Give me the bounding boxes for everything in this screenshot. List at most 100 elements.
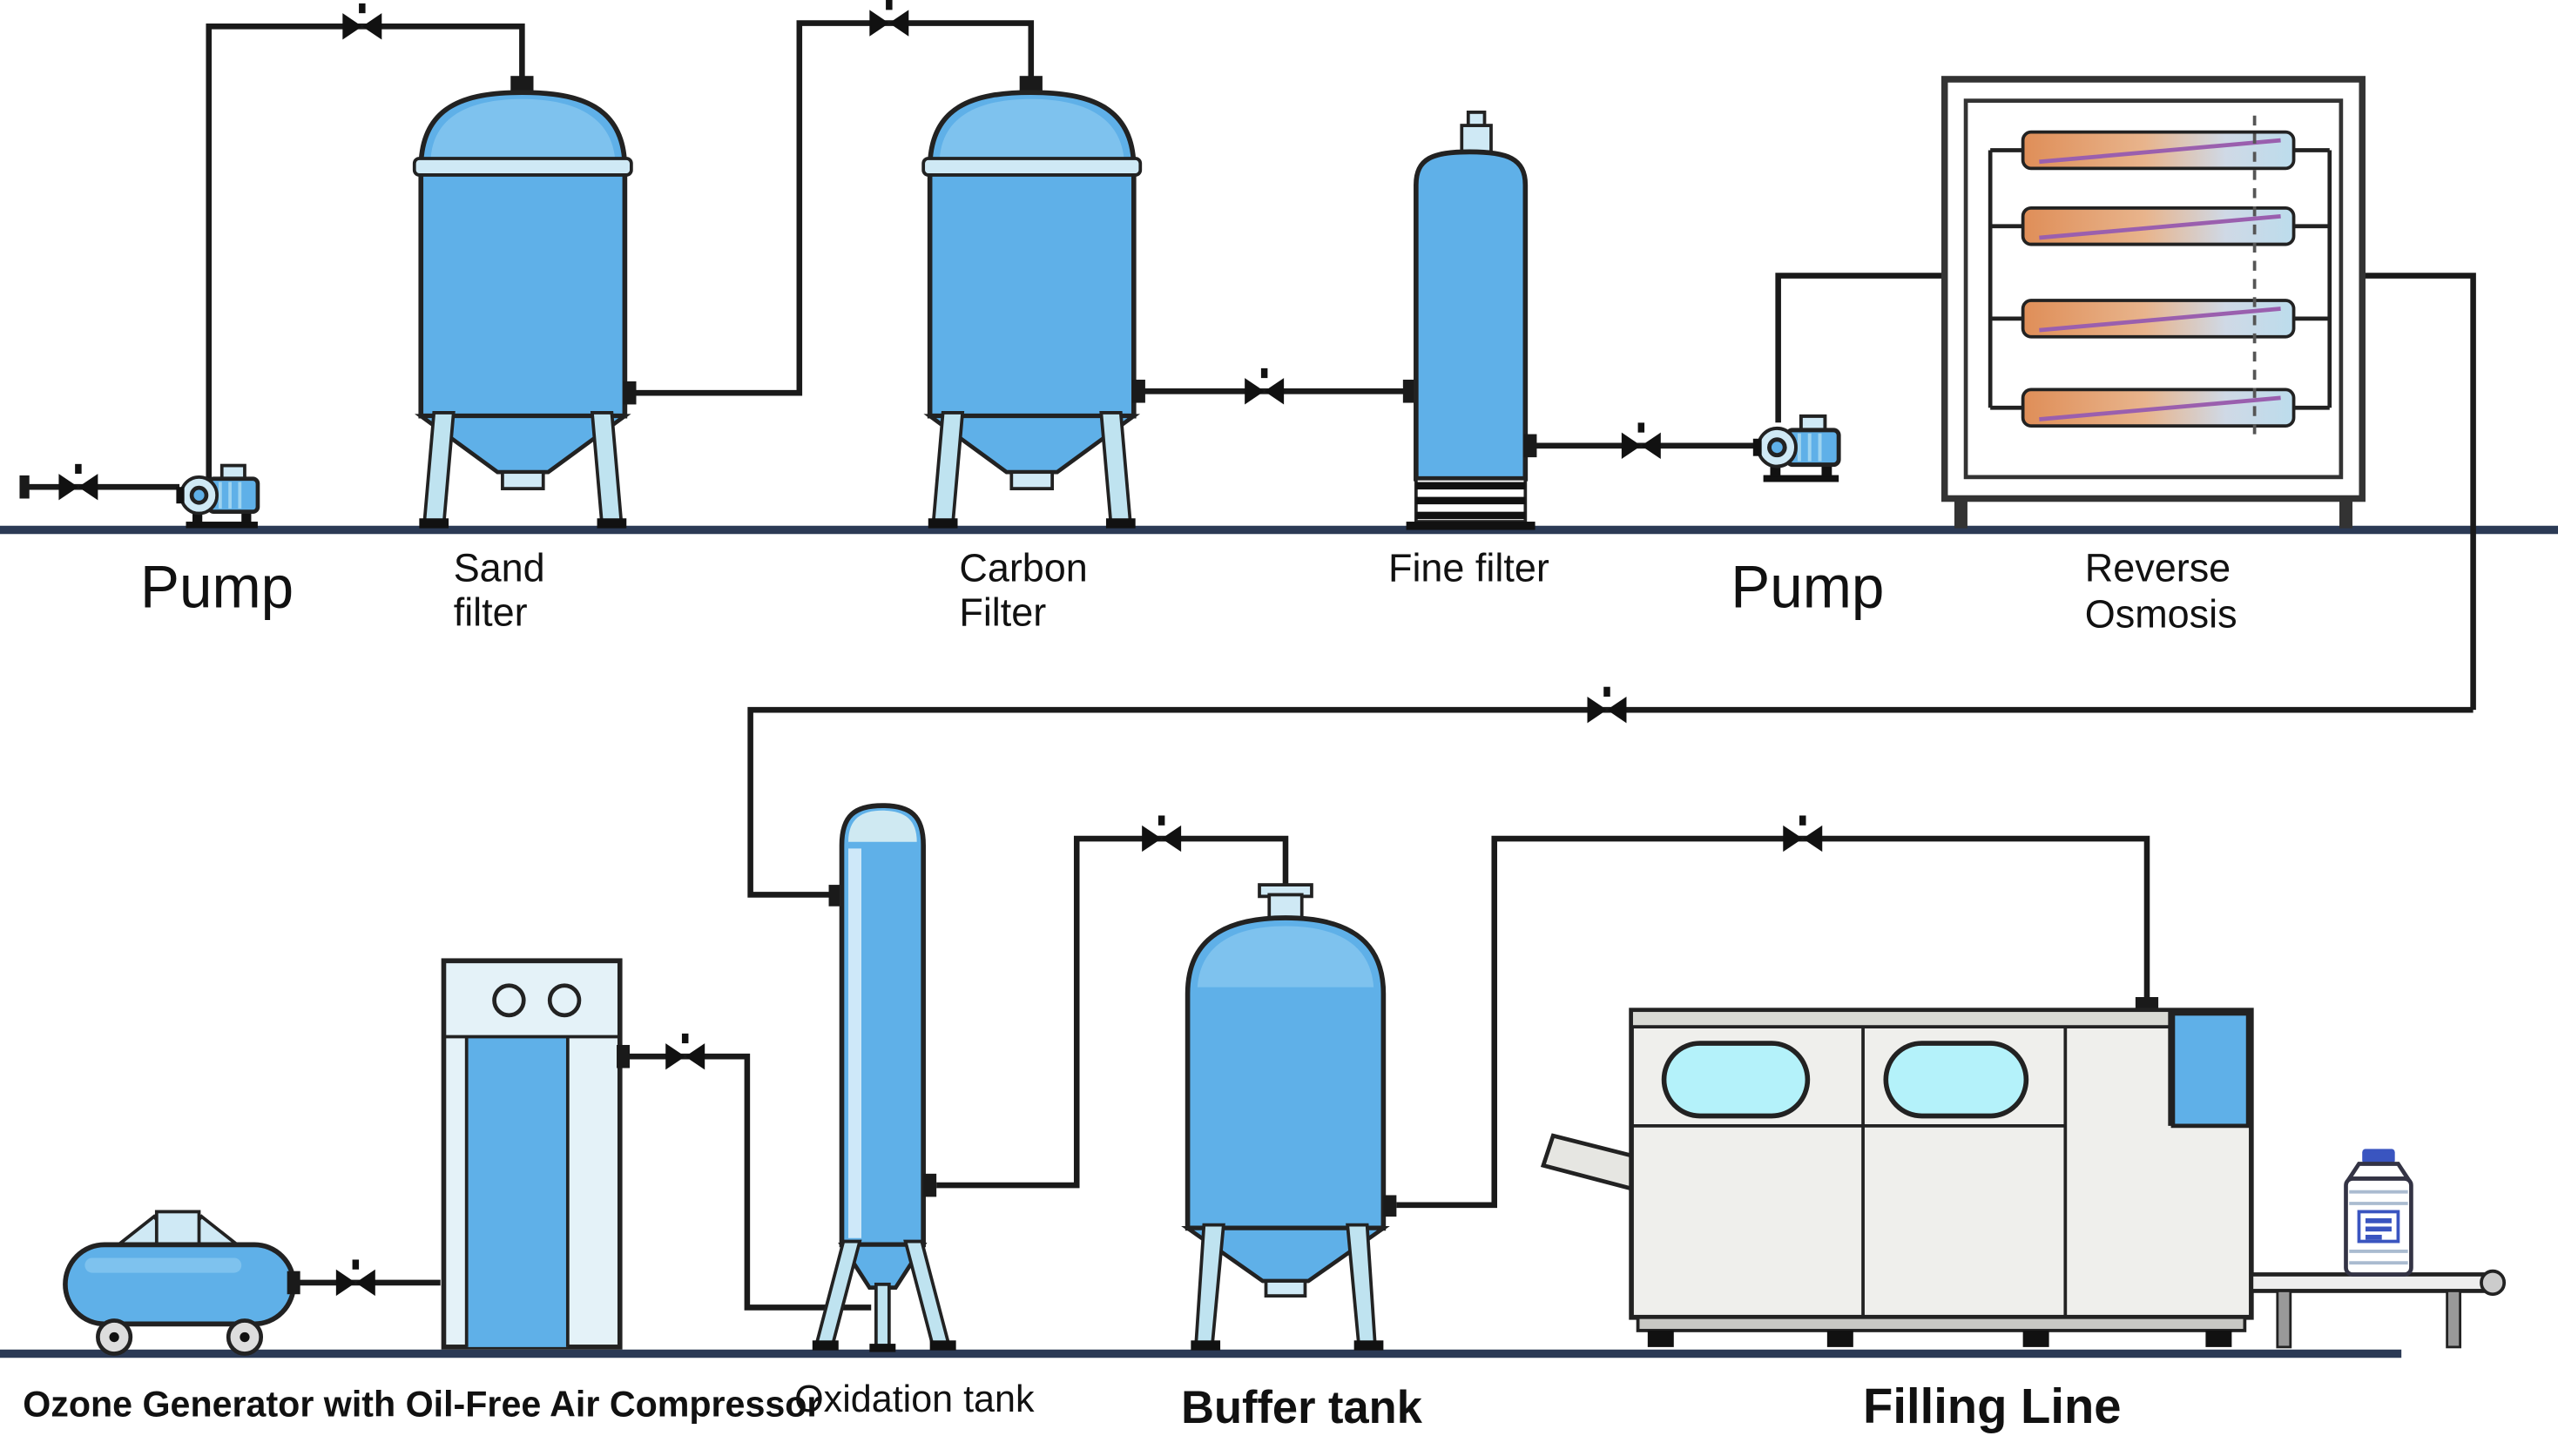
filling-foot	[1647, 1330, 1674, 1347]
compressor-head-block	[154, 1210, 201, 1247]
filling-base	[1636, 1315, 2247, 1332]
oxidation-cone	[838, 1242, 928, 1291]
ro-frame-inner	[1963, 98, 2344, 480]
valve-icon-buffer-inlet	[1142, 815, 1182, 853]
valve-icon-pump2-inlet	[1621, 422, 1661, 460]
oxidation-inlet-fitting	[828, 885, 842, 907]
bottle-label-text	[2365, 1234, 2382, 1240]
oxidation-outlet-fitting	[923, 1173, 937, 1197]
pipe-oxidation-to-buffer	[936, 835, 1289, 1189]
labels: Pump Sand filter Carbon Filter Fine filt…	[23, 545, 2237, 1433]
ozone-generator-cabinet	[441, 958, 631, 1350]
buffer-body	[1185, 915, 1387, 1231]
valve-icon-ozone-line	[665, 1033, 705, 1070]
buffer-dome-highlight	[1197, 926, 1374, 988]
cabinet-panel	[466, 1036, 568, 1347]
buffer-foot	[1191, 1340, 1221, 1351]
wheel-hub	[109, 1331, 119, 1343]
pipe-cabinet-to-oxidation-bottom	[623, 1053, 872, 1311]
carbon-filter-tank	[921, 76, 1145, 529]
oxidation-tank-label: Oxidation tank	[794, 1378, 1035, 1420]
sand-filter-flange-ring	[412, 157, 633, 177]
pipe-sand-to-carbon	[626, 20, 1035, 396]
buffer-tank	[1181, 883, 1397, 1351]
compressor-tank	[63, 1242, 296, 1327]
carbon-filter-inlet-fitting	[1019, 76, 1043, 93]
oxidation-foot	[869, 1344, 896, 1352]
valve-icon-filling-inlet	[1783, 815, 1823, 853]
fine-filter-base	[1406, 522, 1535, 530]
fine-filter-outlet-fitting	[1523, 434, 1537, 458]
sand-filter-dome-highlight	[430, 98, 616, 158]
pipe-ro-outlet	[2362, 273, 2476, 711]
filling-machine-top-band	[1630, 1008, 2253, 1029]
filling-window-left	[1661, 1041, 1811, 1119]
carbon-filter-foot-left	[928, 518, 958, 529]
sand-filter-drain	[501, 470, 545, 491]
ozone-generator-label: Ozone Generator with Oil-Free Air Compre…	[23, 1383, 820, 1424]
carbon-filter-label-line2: Filter	[959, 590, 1046, 634]
valve-icon-return-line	[1587, 686, 1627, 724]
filling-chute	[1540, 1133, 1634, 1191]
carbon-filter-label-line1: Carbon	[959, 545, 1087, 590]
valve-icon-sand-inlet	[342, 3, 382, 40]
ro-membrane-line	[2039, 213, 2281, 240]
sand-filter-tank	[412, 76, 637, 529]
fine-filter-label: Fine filter	[1388, 545, 1549, 590]
buffer-drain	[1264, 1279, 1307, 1298]
fine-filter-cap	[1460, 124, 1493, 154]
sand-filter-cone	[415, 414, 631, 475]
conveyor-leg	[2446, 1290, 2462, 1349]
wheel-hub	[240, 1331, 250, 1343]
pipe-buffer-to-filling	[1396, 835, 2150, 1209]
sand-filter-foot-left	[419, 518, 449, 529]
pump1-label: Pump	[140, 555, 294, 620]
carbon-filter-dome-highlight	[939, 98, 1124, 158]
bottle-label-text	[2365, 1226, 2392, 1232]
fine-filter-body	[1414, 149, 1529, 482]
valve-icon-fine-inlet	[1245, 367, 1285, 405]
ro-membrane-line	[2039, 138, 2281, 165]
filling-foot	[2022, 1330, 2049, 1347]
compressor-outlet-fitting	[287, 1271, 300, 1295]
oxidation-body	[839, 803, 926, 1248]
oxidation-leg-right	[903, 1239, 952, 1349]
ro-membrane-line	[2039, 307, 2281, 333]
valve-icon-feed	[58, 463, 98, 501]
cabinet-outlet-fitting	[617, 1044, 631, 1068]
bottle-label-text	[2365, 1218, 2392, 1223]
reverse-osmosis-unit	[1940, 76, 2366, 529]
fine-filter-inlet-fitting	[1402, 380, 1416, 403]
fine-filter-stripe	[1415, 496, 1526, 505]
compressor-tank-highlight	[84, 1257, 242, 1273]
oxidation-leg-middle	[874, 1282, 891, 1349]
sand-filter-label-line2: filter	[454, 590, 528, 634]
buffer-cone	[1181, 1226, 1390, 1284]
reverse-osmosis-label-line2: Osmosis	[2085, 591, 2237, 636]
pipe-network	[19, 20, 2476, 1311]
bottle-neck	[2345, 1162, 2413, 1181]
ro-membrane-line	[2039, 395, 2281, 421]
ro-leg-left	[1954, 498, 1967, 529]
valve-icon-carbon-inlet	[869, 0, 909, 37]
pipe-pump2-to-ro	[1775, 273, 1945, 423]
pump-1	[176, 466, 258, 529]
buffer-foot	[1353, 1340, 1384, 1351]
pump2-label: Pump	[1731, 555, 1884, 620]
oxidation-body-highlight	[848, 848, 861, 1238]
fine-filter	[1402, 111, 1537, 530]
oxidation-foot	[929, 1340, 956, 1351]
carbon-filter-leg-left	[931, 411, 965, 527]
water-bottle	[2344, 1149, 2413, 1277]
fine-filter-stripe	[1415, 482, 1526, 490]
carbon-filter-drain	[1009, 470, 1055, 491]
sand-filter-inlet-fitting	[510, 76, 534, 93]
filling-blue-panel	[2170, 1011, 2251, 1129]
buffer-leg-left	[1193, 1223, 1225, 1349]
sand-filter-foot-right	[597, 518, 627, 529]
buffer-tank-label: Buffer tank	[1181, 1382, 1422, 1433]
fine-filter-stripe	[1415, 511, 1526, 520]
filling-foot	[1826, 1330, 1853, 1347]
reverse-osmosis-label-line1: Reverse	[2085, 545, 2231, 590]
